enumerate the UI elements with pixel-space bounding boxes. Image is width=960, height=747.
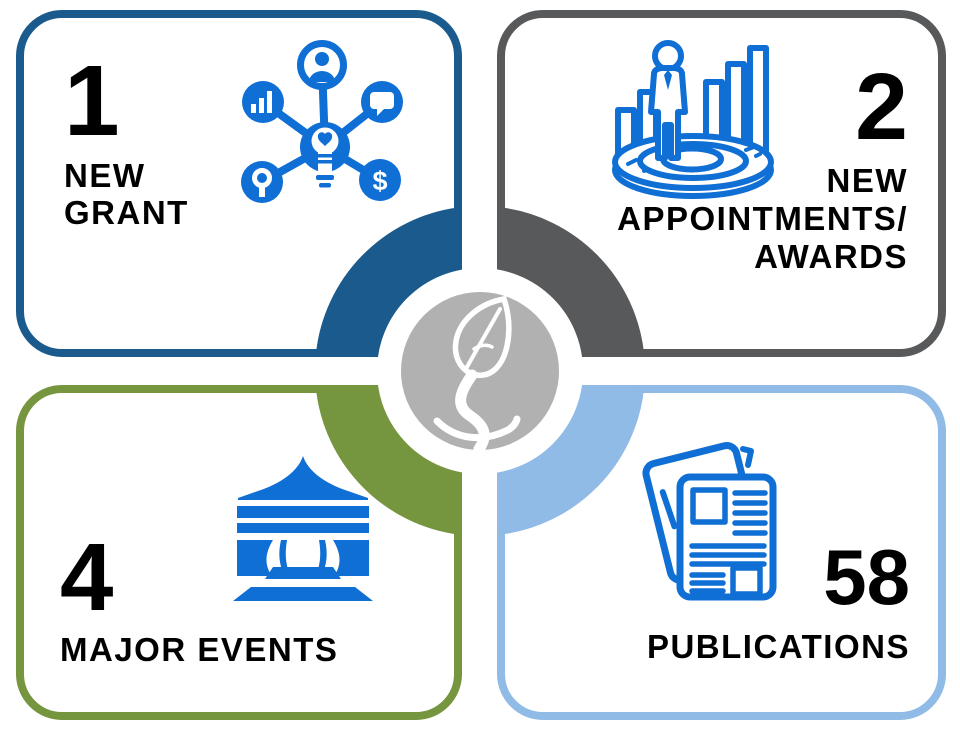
tent-valance xyxy=(237,523,369,533)
label-line: NEW xyxy=(64,157,146,194)
stat-value-publications: 58 xyxy=(823,533,910,621)
tent-curtain-right xyxy=(333,540,369,576)
card-text-major-events: 4 MAJOR EVENTS xyxy=(60,524,338,668)
stat-value-major-events: 4 xyxy=(60,524,114,631)
person-target-chart-icon xyxy=(612,40,774,199)
tent-base xyxy=(265,567,341,579)
stat-label-major-events: MAJOR EVENTS xyxy=(60,631,338,668)
tent-valance xyxy=(237,506,369,518)
pin-node-icon xyxy=(241,161,283,203)
tent-ground xyxy=(233,587,373,601)
newspapers-icon xyxy=(642,442,777,601)
article-image-box xyxy=(730,565,763,597)
label-line: APPOINTMENTS/ xyxy=(617,200,908,238)
label-line: MAJOR EVENTS xyxy=(60,631,339,669)
card-text-new-grant: 1 NEW GRANT xyxy=(64,45,189,231)
idea-network-icon: $ xyxy=(241,40,403,203)
tent-drape xyxy=(316,540,327,575)
event-tent-icon xyxy=(233,456,373,601)
sprout-swoosh xyxy=(433,415,521,442)
sprout-icon xyxy=(433,295,521,461)
tent-roof xyxy=(238,456,368,500)
person-body xyxy=(648,65,688,161)
stat-value-new-grant: 1 xyxy=(64,45,120,157)
center-circle xyxy=(401,292,559,450)
stat-label-new-grant: NEW GRANT xyxy=(64,157,189,231)
label-line: GRANT xyxy=(64,194,189,231)
tent-drape xyxy=(279,540,290,575)
label-line: AWARDS xyxy=(754,238,908,276)
page-corner-fold xyxy=(740,446,754,468)
stat-value-new-appointments-awards: 2 xyxy=(855,54,908,160)
stat-label-publications: PUBLICATIONS xyxy=(647,628,910,665)
label-line: NEW xyxy=(826,162,908,200)
card-shape-new-grant xyxy=(16,10,462,357)
tent-curtain-left xyxy=(237,540,273,576)
person-tie xyxy=(664,70,672,90)
article-image-box xyxy=(690,487,728,525)
dollar-node-icon xyxy=(359,159,401,201)
label-line: PUBLICATIONS xyxy=(646,628,910,666)
stat-label-new-appointments-awards: NEW APPOINTMENTS/ AWARDS xyxy=(617,162,908,276)
card-text-publications: 58 PUBLICATIONS xyxy=(647,533,910,665)
card-text-new-appointments-awards: 2 NEW APPOINTMENTS/ AWARDS xyxy=(617,54,908,276)
dollar-glyph: $ xyxy=(372,166,387,196)
